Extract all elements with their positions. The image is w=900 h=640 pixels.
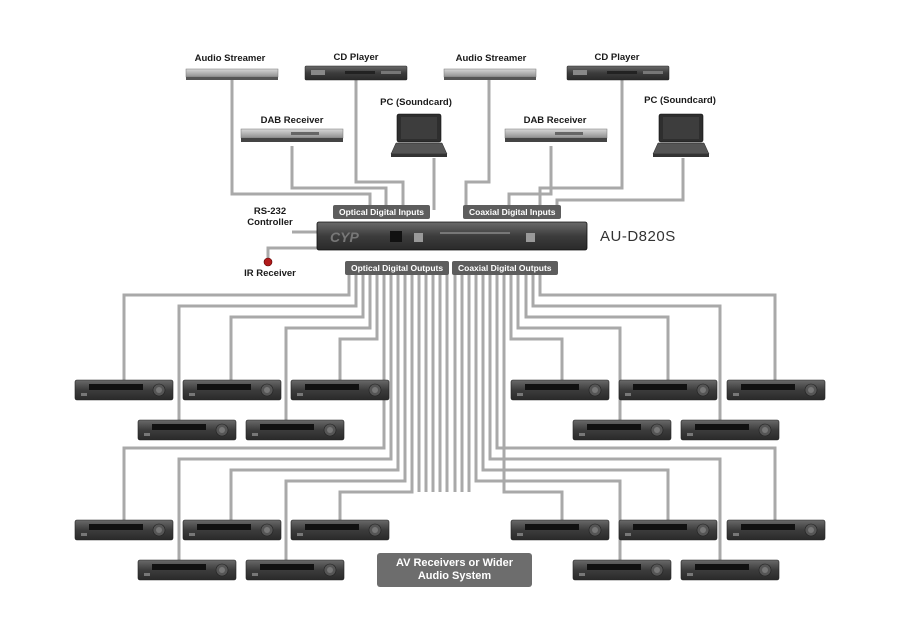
model-name: AU-D820S [600, 228, 676, 245]
pc-soundcard-left [390, 113, 448, 158]
matrix-device: CYP [316, 221, 588, 251]
input-cables [230, 80, 685, 262]
cd-player-right [566, 65, 670, 81]
cd-player-left [304, 65, 408, 81]
svg-text:CYP: CYP [330, 229, 359, 245]
tag-optical-outputs: Optical Digital Outputs [345, 261, 450, 275]
ir-led-icon [263, 257, 273, 267]
label-audio-streamer-left: Audio Streamer [194, 53, 266, 64]
rs232-label: RS-232 Controller [247, 206, 293, 228]
audio-streamer-left [185, 68, 279, 81]
label-pc-right: PC (Soundcard) [644, 95, 716, 106]
label-dab-receiver-right: DAB Receiver [523, 115, 587, 126]
output-cables [122, 272, 777, 560]
audio-streamer-right [443, 68, 537, 81]
label-cd-player-right: CD Player [594, 52, 640, 63]
pc-soundcard-right [652, 113, 710, 158]
label-audio-streamer-right: Audio Streamer [455, 53, 527, 64]
av-receivers-label: AV Receivers or Wider Audio System [395, 557, 514, 582]
av-receivers [74, 379, 826, 581]
label-pc-left: PC (Soundcard) [380, 97, 452, 108]
tag-optical-inputs: Optical Digital Inputs [333, 205, 431, 219]
dab-receiver-right [504, 128, 608, 143]
av-receivers-box: AV Receivers or Wider Audio System [377, 553, 532, 587]
label-cd-player-left: CD Player [333, 52, 379, 63]
ir-receiver-label: IR Receiver [244, 268, 296, 279]
tag-coaxial-outputs: Coaxial Digital Outputs [452, 261, 558, 275]
dab-receiver-left [240, 128, 344, 143]
label-dab-receiver-left: DAB Receiver [260, 115, 324, 126]
tag-coaxial-inputs: Coaxial Digital Inputs [463, 205, 562, 219]
